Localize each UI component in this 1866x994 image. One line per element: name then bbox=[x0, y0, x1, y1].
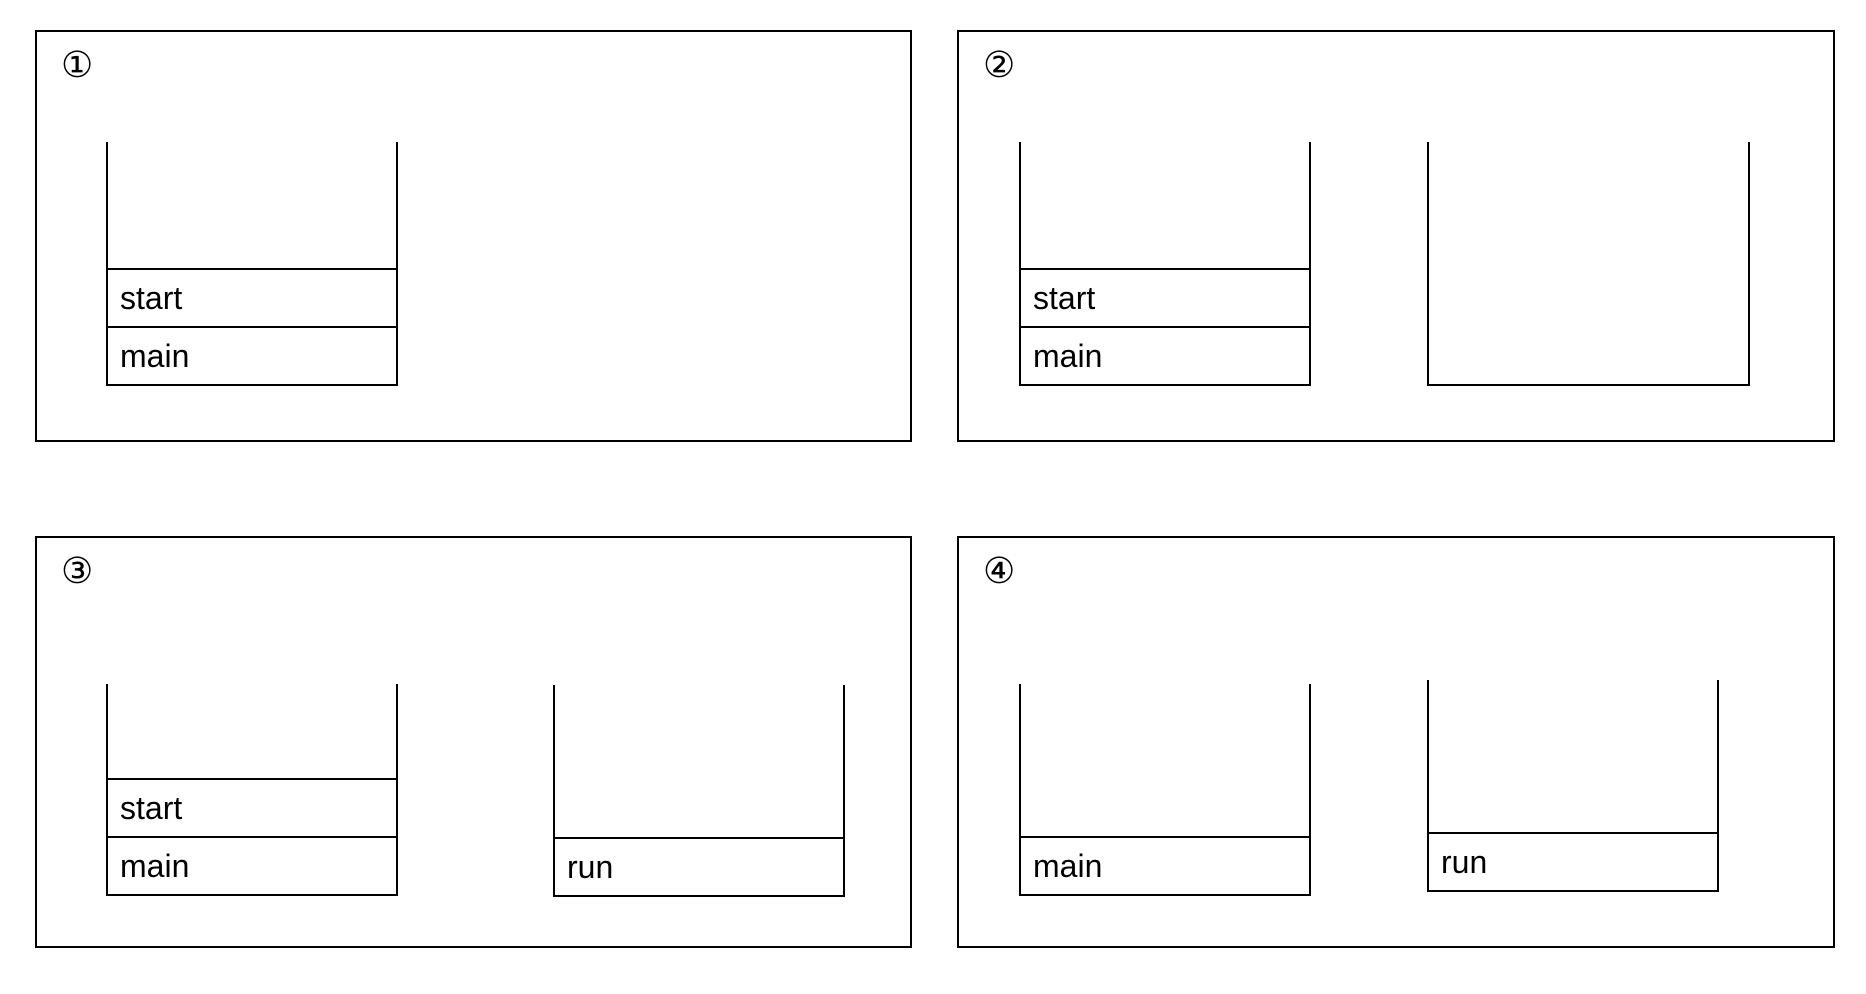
main-thread-stack: main bbox=[1019, 684, 1311, 896]
panel-1: ① start main bbox=[35, 30, 912, 442]
stack-frame-main: main bbox=[1021, 836, 1309, 894]
stack-frame-run: run bbox=[555, 837, 843, 895]
main-thread-stack: start main bbox=[106, 142, 398, 386]
stack-frame-run: run bbox=[1429, 832, 1717, 890]
stack-frame-start: start bbox=[108, 268, 396, 326]
new-thread-stack: run bbox=[553, 685, 845, 897]
main-thread-stack: start main bbox=[106, 684, 398, 896]
panel-2: ② start main bbox=[957, 30, 1835, 442]
panel-number: ④ bbox=[983, 551, 1016, 592]
stack-frame-main: main bbox=[1021, 326, 1309, 384]
stack-frame-start: start bbox=[1021, 268, 1309, 326]
stack-frame-start: start bbox=[108, 778, 396, 836]
panel-number: ③ bbox=[61, 551, 94, 592]
panel-number: ② bbox=[983, 45, 1016, 86]
panel-number: ① bbox=[61, 45, 94, 86]
panel-4: ④ main run bbox=[957, 536, 1835, 948]
new-thread-stack: run bbox=[1427, 680, 1719, 892]
panel-3: ③ start main run bbox=[35, 536, 912, 948]
stack-frame-main: main bbox=[108, 326, 396, 384]
main-thread-stack: start main bbox=[1019, 142, 1311, 386]
new-thread-stack-empty bbox=[1427, 142, 1750, 386]
stack-frame-main: main bbox=[108, 836, 396, 894]
